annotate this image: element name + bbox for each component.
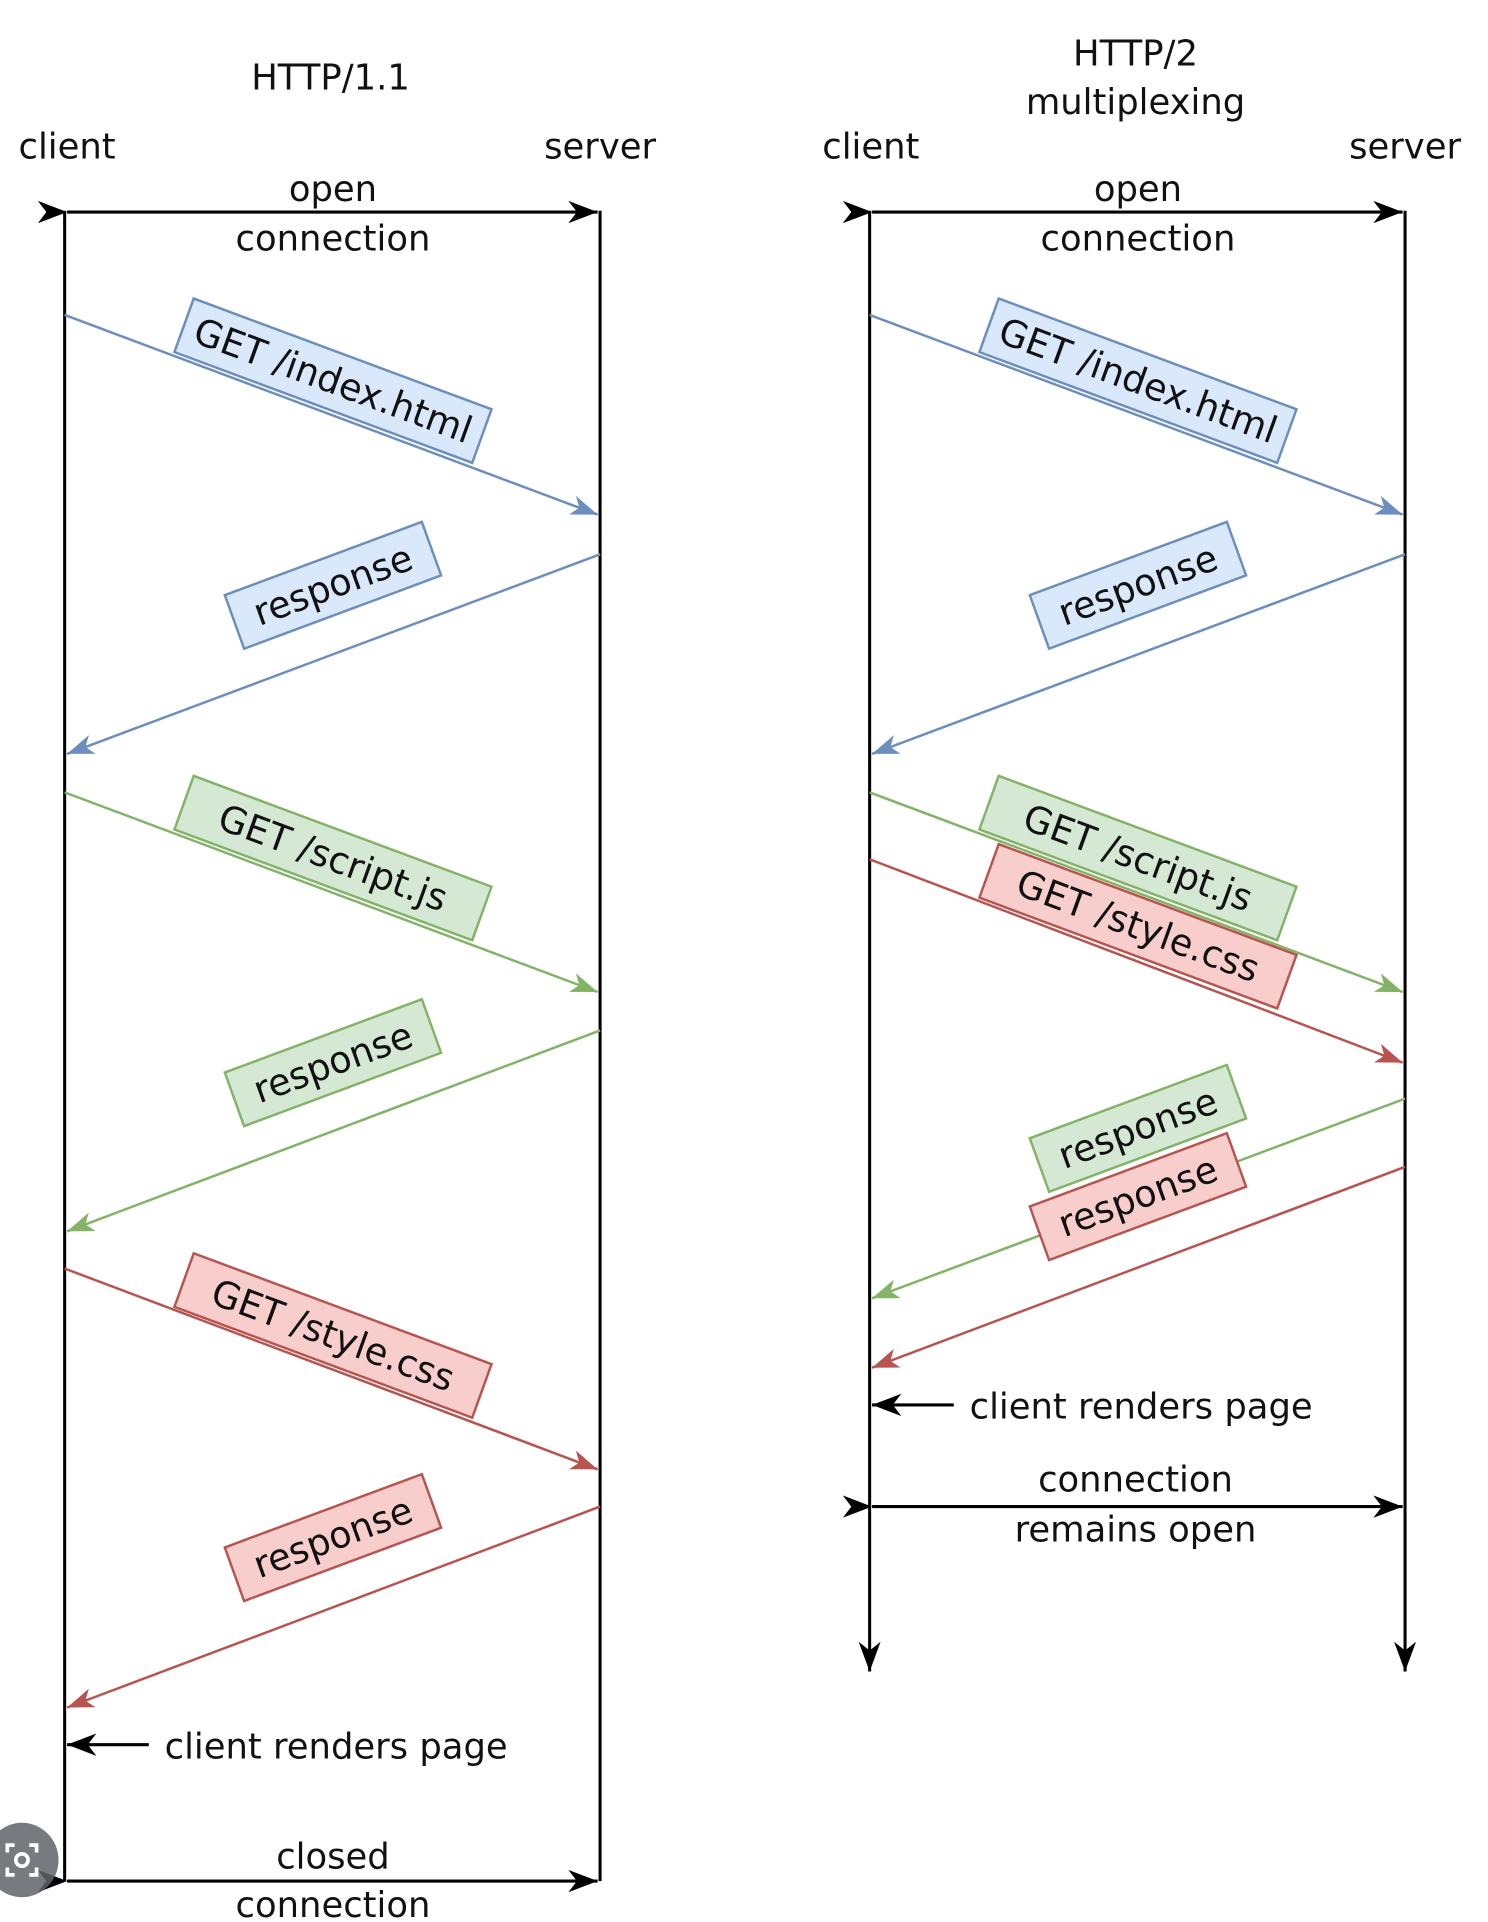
message-box-style: GET /style.css — [172, 1251, 494, 1420]
http1-panel: HTTP/1.1 client server open connection G… — [19, 57, 657, 1922]
svg-text:response: response — [248, 1488, 419, 1587]
svg-text:response: response — [248, 1013, 419, 1112]
svg-text:GET /index.html: GET /index.html — [188, 309, 478, 452]
response-arrow-index — [66, 553, 601, 756]
message-box-style-response: response — [223, 1472, 443, 1603]
message-box-index-response: response — [223, 520, 443, 651]
closed-label: closed — [276, 1836, 390, 1877]
http1-client-label: client — [19, 126, 116, 167]
svg-text:response: response — [1053, 536, 1224, 635]
connection-label-bottom: connection — [1038, 1459, 1233, 1500]
renders-label: client renders page — [970, 1386, 1313, 1427]
lens-icon — [5, 1843, 39, 1877]
http2-client-label: client — [822, 126, 919, 167]
open-label: open — [289, 169, 377, 210]
request-arrow-script — [64, 791, 599, 994]
response-arrow-style — [66, 1505, 601, 1709]
closed-connection-label: connection — [236, 1885, 431, 1922]
message-box-index-response: response — [1028, 520, 1248, 651]
connection-label: connection — [236, 218, 431, 259]
message-box-index: GET /index.html — [977, 296, 1299, 465]
remains-open-label: remains open — [1015, 1509, 1257, 1550]
svg-text:response: response — [248, 536, 419, 635]
request-arrow-style — [869, 858, 1404, 1064]
renders-label: client renders page — [165, 1726, 508, 1767]
connection-label: connection — [1041, 218, 1236, 259]
lens-button[interactable] — [0, 1822, 59, 1898]
open-label: open — [1094, 169, 1182, 210]
request-arrow-script — [869, 791, 1404, 994]
http1-server-label: server — [544, 126, 656, 167]
message-box-script: GET /script.js — [172, 774, 494, 942]
http2-subtitle: multiplexing — [1026, 82, 1245, 123]
http1-title: HTTP/1.1 — [251, 57, 410, 98]
message-box-index: GET /index.html — [172, 296, 494, 465]
http2-server-label: server — [1349, 126, 1461, 167]
message-box-script-response: response — [223, 997, 443, 1128]
http2-panel: HTTP/2 multiplexing client server open c… — [822, 33, 1461, 1672]
response-arrow-script — [66, 1029, 601, 1233]
request-arrow-index — [869, 313, 1404, 516]
response-arrow-index — [871, 553, 1406, 756]
response-arrow-style — [871, 1165, 1406, 1369]
svg-text:GET /index.html: GET /index.html — [993, 309, 1283, 452]
request-arrow-index — [64, 313, 599, 516]
request-arrow-style — [64, 1267, 599, 1471]
http2-title: HTTP/2 — [1073, 33, 1198, 74]
